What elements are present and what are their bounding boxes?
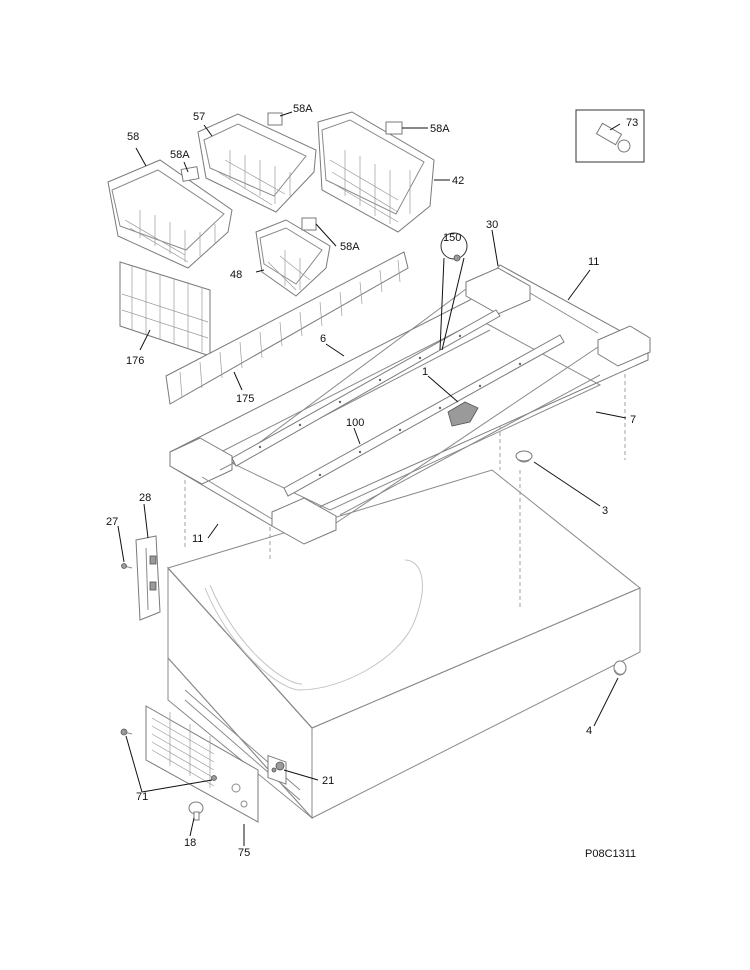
callout-75: 75 <box>238 847 250 859</box>
rail-holes <box>258 334 522 477</box>
screw-27 <box>121 563 133 569</box>
callout-57: 57 <box>193 111 205 123</box>
callout-100: 100 <box>346 417 364 429</box>
callout-1: 1 <box>422 366 428 378</box>
callout-30: 30 <box>486 219 498 231</box>
lock-bracket <box>447 401 479 427</box>
callout-58: 58 <box>127 131 139 143</box>
callout-176: 176 <box>126 355 144 367</box>
callout-18: 18 <box>184 837 196 849</box>
callout-58a-4: 58A <box>340 241 360 253</box>
rail-assembly <box>231 309 565 497</box>
callout-175: 175 <box>236 393 254 405</box>
diagram-code: P08C1311 <box>585 848 636 860</box>
callout-7: 7 <box>630 414 636 426</box>
foot-4 <box>613 660 627 676</box>
switch-21 <box>267 754 287 785</box>
divider-175 <box>165 251 409 405</box>
screws-71 <box>120 728 217 781</box>
divider-176 <box>119 261 211 357</box>
callout-21: 21 <box>322 775 334 787</box>
plug-3 <box>515 450 533 463</box>
callout-58a-1: 58A <box>170 149 190 161</box>
lid-frame <box>169 264 651 545</box>
callout-73: 73 <box>626 117 638 129</box>
callout-3: 3 <box>602 505 608 517</box>
callout-150: 150 <box>443 232 461 244</box>
grille-75 <box>145 705 259 823</box>
basket-58 <box>107 159 233 269</box>
basket-42 <box>317 111 435 233</box>
callout-6: 6 <box>320 333 326 345</box>
basket-48 <box>255 217 331 297</box>
basket-57 <box>197 112 317 213</box>
callout-28: 28 <box>139 492 151 504</box>
callout-11-left: 11 <box>192 533 203 545</box>
inset-circle-150 <box>439 232 468 351</box>
bulb-icon <box>595 122 631 153</box>
inset-box-73 <box>575 109 645 163</box>
callout-48: 48 <box>230 269 242 281</box>
callout-71: 71 <box>136 791 148 803</box>
callout-11-top: 11 <box>588 256 599 268</box>
callout-4: 4 <box>586 725 592 737</box>
freezer-cabinet <box>167 292 641 820</box>
callout-58a-3: 58A <box>430 123 450 135</box>
knob-18 <box>188 801 204 821</box>
callout-labels: 58 57 58A 58A 58A 58A 42 48 73 150 30 11… <box>106 103 638 859</box>
callout-27: 27 <box>106 516 118 528</box>
hinge-28 <box>135 535 161 621</box>
callout-58a-2: 58A <box>293 103 313 115</box>
leader-lines <box>117 111 627 846</box>
callout-42: 42 <box>452 175 464 187</box>
